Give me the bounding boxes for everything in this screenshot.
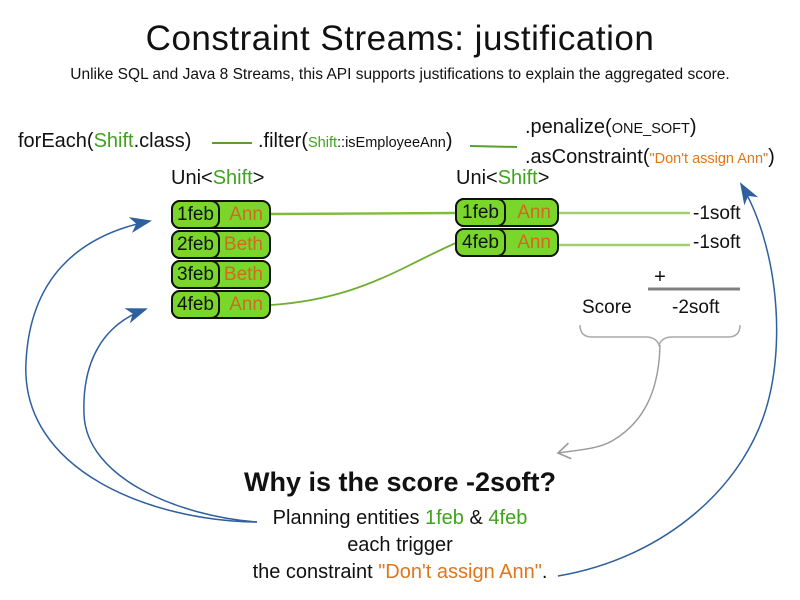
shift-row: 1feb Ann [171,200,271,229]
total-score: -2soft [672,297,720,318]
type-param: Shift [212,167,253,189]
code-method-ref: ::isEmployeeAnn [337,135,446,151]
text: . [541,561,548,583]
shift-row: 4feb Ann [455,228,559,257]
score-brace [579,324,741,348]
justification-block: Why is the score -2soft? Planning entiti… [100,467,700,586]
shift-row: 2feb Beth [171,230,271,259]
code-dash-filter-penalize [469,145,518,148]
shift-date-cell: 1feb [455,198,506,227]
justification-heading: Why is the score -2soft? [243,467,557,497]
shift-employee-cell: Beth [223,233,263,255]
code-text: ) [445,130,453,152]
type-text: > [252,167,265,189]
justification-line3: the constraint "Don't assign Ann". [100,559,700,586]
text: the constraint [252,561,379,583]
shift-date-cell: 2feb [171,230,220,259]
code-text: forEach( [18,130,94,152]
shift-employee-cell: Ann [517,231,551,253]
filter-expression: .filter(Shift::isEmployeeAnn) [258,130,453,153]
shift-row: 3feb Beth [171,260,271,289]
justification-line1: Planning entities 1feb & 4feb [100,505,700,532]
shift-employee-cell: Ann [517,201,551,223]
shift-row: 1feb Ann [455,198,559,227]
slide-subtitle: Unlike SQL and Java 8 Streams, this API … [70,66,730,83]
score-to-question-arrow [556,344,661,460]
connector-1feb-line [270,211,456,216]
code-class-name: Shift [93,130,134,152]
code-constant: ONE_SOFT [611,121,690,137]
text: & [463,507,489,529]
right-stream-type-label: Uni<Shift> [456,167,549,190]
constraint-name-ref: "Don't assign Ann" [378,561,542,583]
type-text: > [537,167,550,189]
shift-date-cell: 3feb [171,260,220,289]
code-text: .penalize( [525,116,612,138]
asconstraint-expression: .asConstraint("Don't assign Ann") [525,146,775,169]
type-text: Uni< [456,167,498,189]
foreach-expression: forEach(Shift.class) [18,130,191,153]
shift-row: 4feb Ann [171,290,271,319]
shift-employee-cell: Beth [223,263,263,285]
shift-employee-cell: Ann [229,203,263,225]
text: Planning entities [272,507,425,529]
penalize-expression: .penalize(ONE_SOFT) [525,116,697,139]
code-text: .class) [133,130,192,152]
shift-date-cell: 1feb [171,200,220,229]
code-class-name: Shift [308,135,338,151]
left-stream-type-label: Uni<Shift> [171,167,264,190]
match1-score: -1soft [693,203,741,224]
entity-ref-4feb: 4feb [488,507,528,529]
code-text: .asConstraint( [525,146,650,168]
shift-employee-cell: Ann [229,293,263,315]
justification-line2: each trigger [347,534,453,556]
code-text: ) [689,116,697,138]
type-param: Shift [497,167,538,189]
match2-score: -1soft [693,232,741,253]
plus-sign: + [654,266,666,288]
entity-ref-1feb: 1feb [425,507,464,529]
code-text: .filter( [258,130,308,152]
shift-date-cell: 4feb [171,290,220,319]
slide-title: Constraint Streams: justification [145,19,655,58]
connector-4feb-curve [270,242,457,306]
score-label: Score [582,297,632,318]
shift-date-cell: 4feb [455,228,506,257]
code-text: ) [768,146,775,168]
type-text: Uni< [171,167,213,189]
constraint-name-string: "Don't assign Ann" [649,151,769,167]
